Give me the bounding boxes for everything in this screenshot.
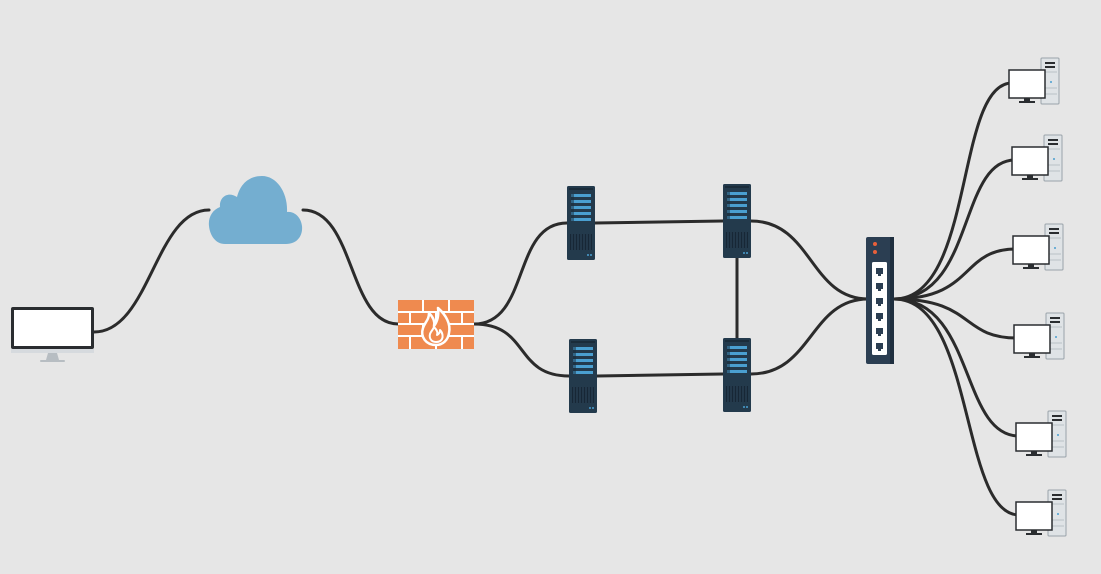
link-user-to-internet: [92, 208, 211, 334]
cloud-icon: [208, 176, 303, 244]
link-server-1-to-server-3: [593, 219, 725, 225]
server-icon: [568, 338, 598, 414]
link-server-3-to-switch: [749, 219, 870, 301]
link-switch-to-workstation-6: [892, 297, 1021, 517]
workstation-icon: [1013, 312, 1065, 360]
network-switch-icon: [866, 237, 894, 364]
server-icon: [722, 183, 752, 259]
workstation-icon: [1012, 223, 1064, 271]
link-firewall-to-server-2: [472, 322, 571, 378]
link-switch-to-workstation-3: [892, 247, 1018, 301]
link-server-2-to-server-4: [595, 372, 725, 378]
server-icon: [722, 337, 752, 413]
server-icon: [566, 185, 596, 261]
link-switch-to-workstation-1: [892, 81, 1014, 301]
link-firewall-to-server-1: [472, 221, 569, 326]
workstation-icon: [1015, 410, 1067, 458]
workstation-icon: [1015, 489, 1067, 537]
workstation-icon: [1011, 134, 1063, 182]
link-switch-to-workstation-2: [892, 158, 1017, 301]
link-internet-to-firewall: [301, 208, 400, 326]
link-switch-to-workstation-4: [892, 297, 1019, 340]
workstation-icon: [1008, 57, 1060, 105]
links: [92, 81, 1021, 517]
link-switch-to-workstation-5: [892, 297, 1021, 438]
firewall-icon: [398, 300, 474, 349]
desktop-monitor-icon: [11, 307, 94, 362]
link-server-4-to-switch: [749, 297, 870, 376]
